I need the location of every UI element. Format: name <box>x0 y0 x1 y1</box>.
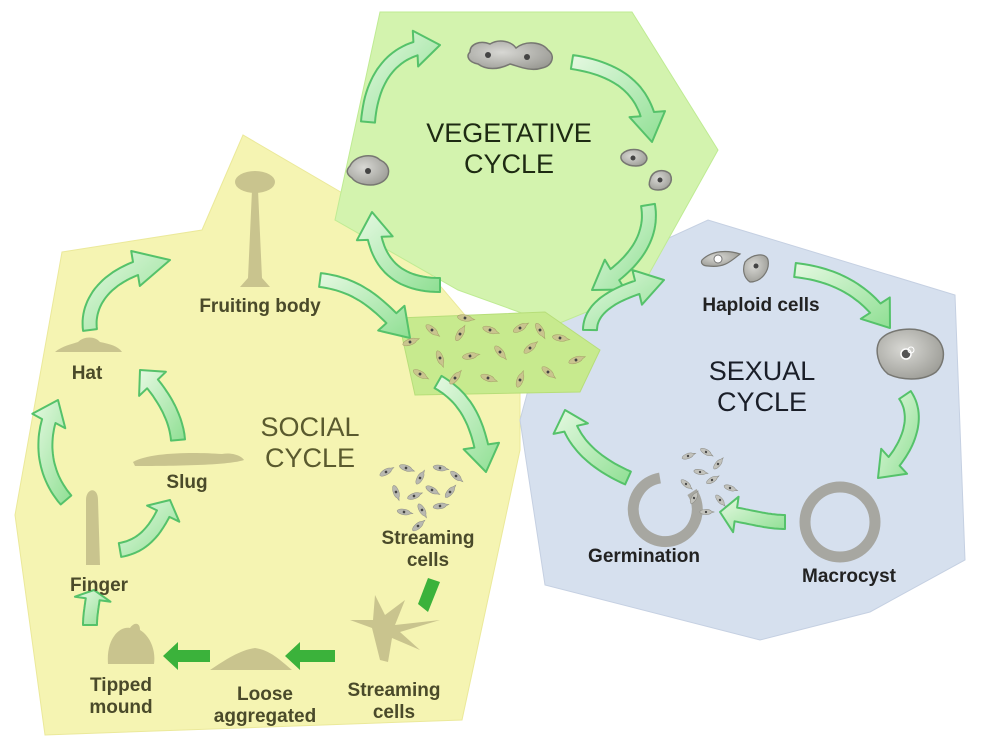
label-macrocyst: Macrocyst <box>782 566 916 588</box>
label-finger: Finger <box>55 575 143 597</box>
sexual-title-line1: SEXUAL <box>692 356 832 387</box>
label-streaming-upper-line2: cells <box>360 550 496 572</box>
label-loose-aggregated: Loose aggregated <box>195 684 335 728</box>
label-hat: Hat <box>62 363 112 385</box>
social-cycle-title: SOCIAL CYCLE <box>240 412 380 474</box>
vegetative-title-line1: VEGETATIVE <box>396 118 622 149</box>
label-streaming-cells-upper: Streaming cells <box>360 528 496 572</box>
label-loose-aggregated-line1: Loose <box>195 684 335 706</box>
label-fruiting-body: Fruiting body <box>175 296 345 318</box>
finger-shape <box>86 490 100 565</box>
label-loose-aggregated-line2: aggregated <box>195 706 335 728</box>
social-title-line2: CYCLE <box>240 443 380 474</box>
vegetative-cycle-title: VEGETATIVE CYCLE <box>396 118 622 180</box>
label-streaming-upper-line1: Streaming <box>360 528 496 550</box>
sexual-title-line2: CYCLE <box>692 387 832 418</box>
vegetative-title-line2: CYCLE <box>396 149 622 180</box>
social-title-line1: SOCIAL <box>240 412 380 443</box>
label-tipped-mound: Tipped mound <box>68 675 174 719</box>
label-germination: Germination <box>566 546 722 568</box>
label-tipped-mound-line2: mound <box>68 697 174 719</box>
label-streaming-lower-line1: Streaming <box>326 680 462 702</box>
label-streaming-lower-line2: cells <box>326 702 462 724</box>
label-haploid-cells: Haploid cells <box>678 295 844 317</box>
label-streaming-cells-lower: Streaming cells <box>326 680 462 724</box>
sexual-cycle-title: SEXUAL CYCLE <box>692 356 832 418</box>
label-slug: Slug <box>156 472 218 494</box>
label-tipped-mound-line1: Tipped <box>68 675 174 697</box>
